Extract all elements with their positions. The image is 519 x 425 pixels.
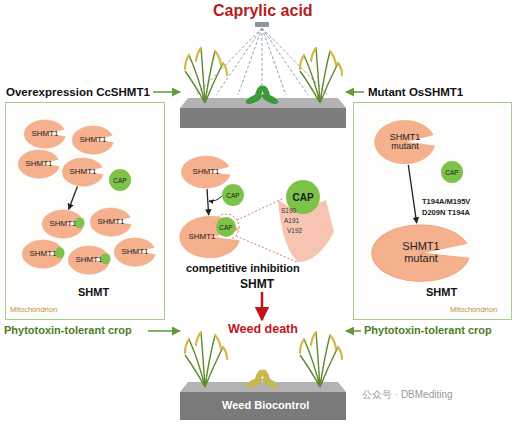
green-arrows — [148, 92, 364, 331]
arrow — [346, 330, 361, 332]
protein-name: SHMT1 — [121, 248, 148, 256]
rice-plant — [300, 48, 342, 103]
protein-blob: SHMT1 — [23, 119, 67, 149]
blob-outline — [24, 120, 65, 148]
ligand-circle: CAP — [222, 184, 244, 206]
nozzle — [255, 22, 269, 27]
text-label: T194A/M195V — [422, 197, 470, 206]
blob-outline — [62, 158, 103, 186]
protein-name: SHMT1 — [31, 130, 58, 138]
text-label: S190 — [281, 207, 296, 214]
protein-name: SHMT1 — [25, 160, 52, 168]
death-arrow — [261, 292, 264, 320]
bottom-field — [180, 332, 346, 420]
blob-outline — [90, 208, 131, 236]
ligand-circle: CAP — [441, 161, 463, 183]
protein-blob: SHMT1 — [21, 239, 65, 269]
ligand-circle: CAP — [109, 169, 131, 191]
rice-plant — [185, 48, 227, 103]
rice-plant — [300, 332, 342, 387]
soil-front — [180, 108, 346, 128]
protein-name: SHMT1 — [192, 168, 219, 176]
text-label: V192 — [287, 227, 302, 234]
text-label: Phytotoxin-tolerant crop — [364, 324, 492, 336]
compartment-label: Mitochondrion — [10, 305, 57, 314]
protein-blob: SHMT1 — [89, 207, 133, 237]
panel-label: SHMT — [426, 286, 457, 298]
protein-blob: SHMT1 — [41, 209, 85, 239]
protein-blob: SHMT1 mutant — [369, 223, 473, 283]
protein-name: SHMT1 — [69, 168, 96, 176]
spray-lines — [196, 28, 328, 95]
arrow — [346, 91, 364, 93]
protein-name: SHMT1 mutant — [395, 241, 447, 264]
protein-blob: SHMT1 — [17, 149, 61, 179]
compartment-label: Mitochondrion — [450, 305, 497, 314]
protein-name: SHMT1 — [49, 220, 76, 228]
protein-blob: SHMT1 — [61, 157, 105, 187]
ligand-name: CAP — [292, 192, 313, 203]
protein-blob: SHMT1 CAP — [178, 215, 242, 259]
binding-arrow — [209, 196, 222, 201]
panel-label: SHMT — [78, 286, 109, 298]
blob-outline — [18, 150, 59, 178]
protein-blob: SHMT1 — [180, 155, 232, 189]
panel-heading: Mutant OsSHMT1 — [368, 86, 463, 98]
blob-outline — [180, 216, 240, 257]
text-label: 公众号 · DBMediting — [362, 388, 453, 402]
text-label: D209N T194A — [422, 208, 470, 217]
blob-outline — [114, 238, 155, 266]
ligand-name: CAP — [226, 192, 239, 199]
blob-outline — [372, 225, 469, 282]
ligand-name: CAP — [113, 177, 126, 184]
protein-blob: SHMT1 — [113, 237, 157, 267]
panel-box: Overexpression CcSHMT1SHMTMitochondrionS… — [5, 102, 165, 320]
text-label: SHMT — [240, 277, 274, 291]
protein-name: SHMT1 — [97, 218, 124, 226]
protein-name: SHMT1 — [79, 136, 106, 144]
arrow — [153, 91, 180, 93]
arrow — [148, 330, 180, 332]
protein-blob: SHMT1 mutant — [373, 119, 437, 165]
top-field — [180, 48, 346, 128]
protein-name: SHMT1 — [75, 256, 102, 264]
protein-blob: SHMT1 — [71, 125, 115, 155]
protein-name: SHMT1 — [29, 250, 56, 258]
reaction-arrow — [207, 189, 209, 215]
blob-outline — [181, 156, 229, 188]
blob-outline — [72, 126, 113, 154]
ligand-circle: CAP — [216, 217, 236, 237]
ligand-name: CAP — [445, 169, 458, 176]
text-label: A191 — [284, 217, 299, 224]
dying-weed — [244, 368, 279, 390]
text-label: Weed Biocontrol — [222, 399, 309, 411]
weed-plant — [244, 84, 279, 106]
panel-heading: Overexpression CcSHMT1 — [6, 86, 150, 98]
protein-name: SHMT1 mutant — [385, 133, 425, 152]
protein-name: SHMT1 — [188, 233, 215, 241]
text-label: Weed death — [228, 322, 298, 336]
text-label: Phytotoxin-tolerant crop — [4, 324, 132, 336]
text-label: competitive inhibition — [186, 262, 300, 274]
soil-front — [180, 392, 346, 420]
rice-plant — [185, 332, 227, 387]
blob-outline — [375, 120, 435, 163]
protein-blob: SHMT1 — [67, 245, 111, 275]
ligand-name: CAP — [219, 224, 232, 231]
text-label: Caprylic acid — [213, 2, 313, 20]
